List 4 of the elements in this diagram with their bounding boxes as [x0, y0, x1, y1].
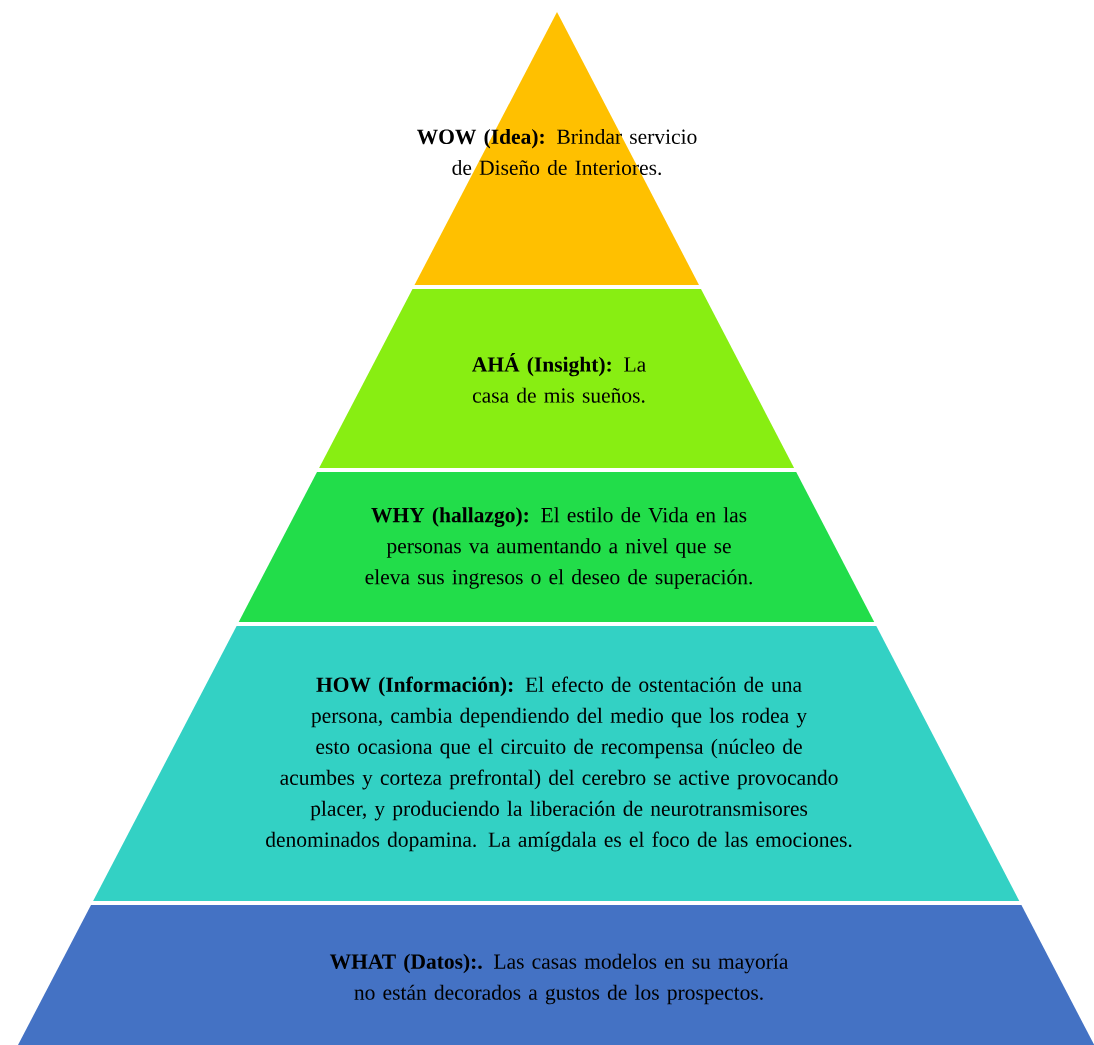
- pyramid-level: WHAT (Datos):. Las casas modelos en su mayoría no están decorados a gustos de los prospectos.: [18, 905, 1094, 1045]
- pyramid-level: WHY (hallazgo): El estilo de Vida en las personas va aumentando a nivel que se eleva sus ingresos o el deseo de superación.: [238, 472, 875, 622]
- pyramid-level: HOW (Información): El efecto de ostentación de una persona, cambia dependiendo del medio que los rodea y esto ocasiona que el circuito de recompensa (núcleo de acumbes y corteza prefrontal) del cerebro se active provocando placer, y produciendo la liberación de neurotransmisores denominados dopamina. La amígdala es el foco de las emociones.: [93, 626, 1020, 901]
- pyramid-level: AHÁ (Insight): La casa de mis sueños.: [319, 289, 795, 468]
